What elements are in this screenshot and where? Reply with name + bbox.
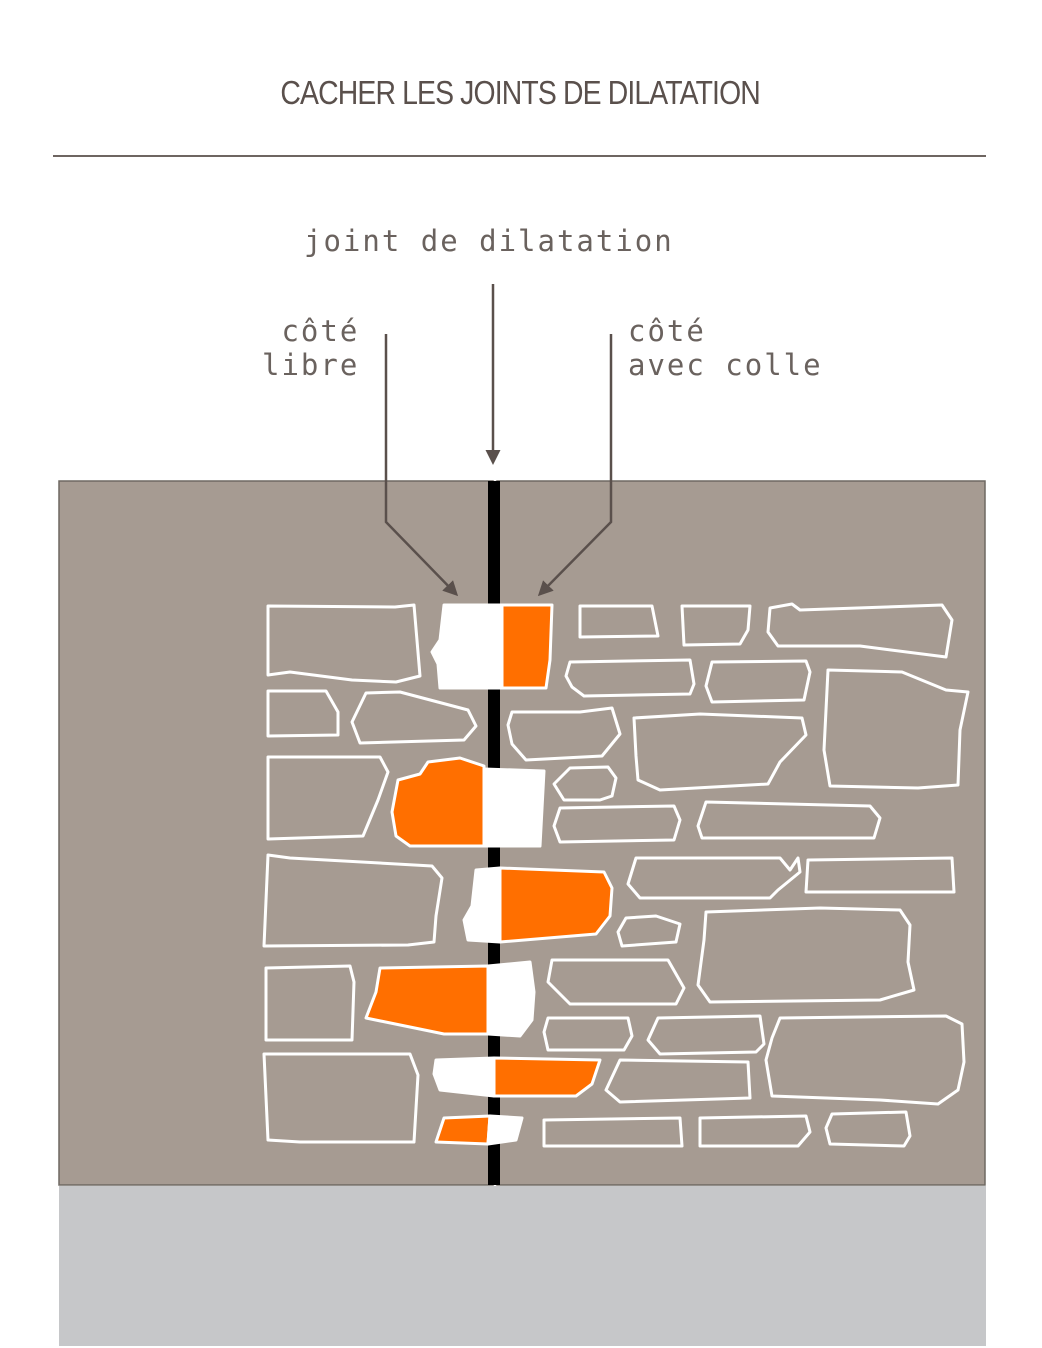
stone: [604, 1058, 752, 1104]
free-stone-half: [432, 1056, 496, 1098]
glued-stone-half: [500, 603, 554, 690]
label-glued-side-line1: côté: [628, 314, 706, 348]
stone: [264, 964, 356, 1042]
diagram-title: CACHER LES JOINTS DE DILATATION: [280, 74, 760, 111]
stone: [680, 604, 752, 647]
stone: [626, 856, 802, 900]
stone: [698, 1114, 812, 1148]
label-free-side-line2: libre: [262, 348, 360, 382]
stone: [266, 603, 422, 684]
stone: [266, 755, 390, 841]
stone: [766, 602, 954, 659]
stone: [350, 690, 478, 745]
stone: [552, 804, 682, 844]
stone: [262, 1052, 420, 1144]
free-stone-half: [486, 960, 536, 1038]
stone: [506, 706, 622, 762]
stone: [822, 668, 970, 790]
stone: [616, 914, 682, 948]
stone: [696, 800, 882, 840]
stone: [266, 689, 340, 738]
stone: [696, 906, 916, 1004]
wall-stones-left: [262, 603, 478, 1144]
glued-stone-half: [390, 756, 486, 848]
stone: [764, 1014, 966, 1106]
title-divider: [53, 155, 986, 157]
free-side-arrow: [384, 334, 459, 597]
stone: [542, 1116, 684, 1148]
stone: [542, 1016, 634, 1052]
label-free-side-line1: côté: [281, 314, 360, 348]
stone: [824, 1110, 912, 1148]
glued-side-arrow: [537, 334, 613, 597]
stone: [552, 765, 618, 802]
wall-stones-right: [506, 602, 970, 1148]
stone: [804, 856, 956, 894]
stone: [646, 1014, 766, 1056]
label-expansion-joint: joint de dilatation: [304, 224, 674, 258]
stone: [546, 958, 686, 1006]
free-stone-half: [430, 603, 504, 690]
stone: [262, 853, 444, 948]
label-glued-side-line2: avec colle: [628, 348, 823, 382]
glued-stone-half: [498, 866, 614, 944]
ground: [59, 1186, 986, 1346]
free-stone-half: [482, 767, 546, 848]
stone: [578, 604, 660, 639]
glued-stone-half: [492, 1056, 602, 1098]
stone: [564, 658, 696, 698]
stone: [704, 659, 812, 704]
glued-stone-half: [434, 1114, 492, 1146]
pointer-arrows: [384, 284, 613, 597]
joint-stones: [364, 603, 614, 1146]
free-stone-half: [486, 1114, 524, 1146]
stone: [632, 712, 808, 792]
